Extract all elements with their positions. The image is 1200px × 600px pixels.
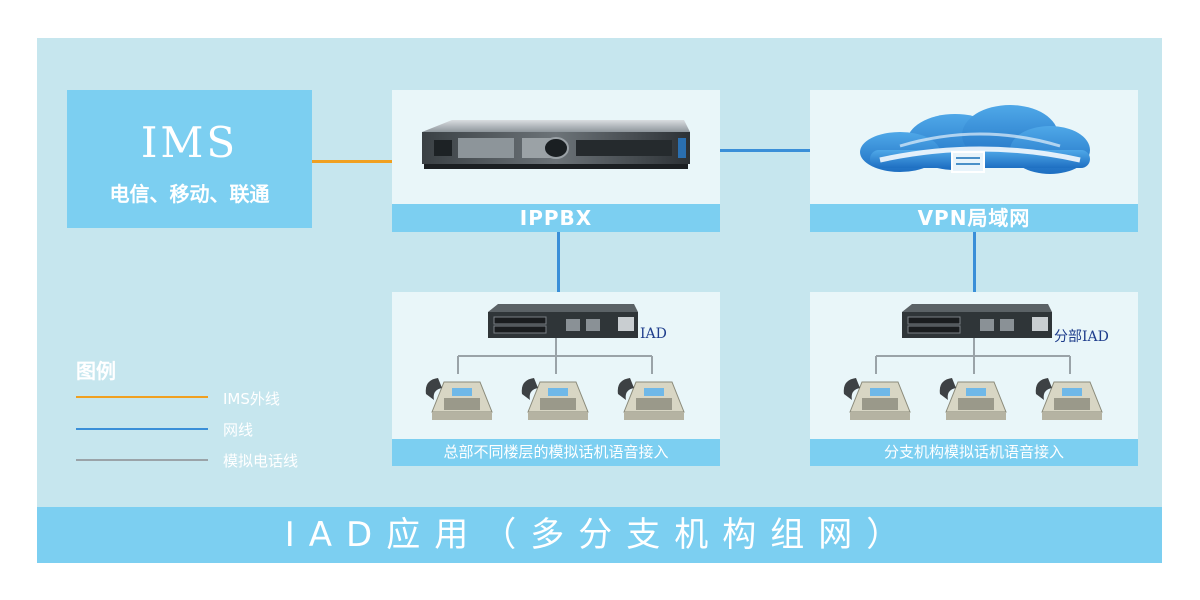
telephone-icon — [425, 378, 493, 420]
phone-line-tree — [457, 338, 653, 374]
ippbx-label: IPPBX — [392, 204, 720, 232]
legend-line-network — [76, 428, 208, 430]
telephone-icon — [617, 378, 685, 420]
legend-line-phone — [76, 459, 208, 461]
branch-diagram-art — [843, 304, 1103, 420]
vpn-card: VPN局域网 — [810, 90, 1138, 232]
ims-box: IMS 电信、移动、联通 — [67, 90, 312, 228]
ims-carriers: 电信、移动、联通 — [109, 182, 270, 206]
telephone-icon — [939, 378, 1007, 420]
branch-caption: 分支机构模拟话机语音接入 — [810, 439, 1138, 466]
telephone-icon — [843, 378, 911, 420]
ippbx-card: IPPBX — [392, 90, 720, 232]
legend-label-network: 网线 — [223, 421, 254, 439]
hq-iad-label: IAD — [640, 326, 667, 342]
telephone-icon — [1035, 378, 1103, 420]
legend-title: 图例 — [76, 359, 116, 383]
iad-device-icon — [488, 304, 638, 338]
rack-server-icon — [422, 120, 690, 169]
phone-line-tree — [875, 338, 1071, 374]
ippbx-vpn-network-line — [690, 149, 852, 152]
ims-title: IMS — [140, 118, 239, 167]
vpn-label: VPN局域网 — [810, 204, 1138, 232]
footer-title: IAD应用（多分支机构组网） — [37, 507, 1162, 563]
legend-label-phone: 模拟电话线 — [223, 452, 299, 470]
hq-diagram-art — [425, 304, 685, 420]
hq-caption: 总部不同楼层的模拟话机语音接入 — [392, 439, 720, 466]
ims-trunk-line — [312, 160, 392, 163]
legend-label-ims: IMS外线 — [223, 390, 280, 408]
ippbx-iad-network-line — [557, 232, 560, 310]
legend-line-ims — [76, 396, 208, 398]
iad-device-icon — [902, 304, 1052, 338]
branch-card: 分部IAD 分支机构模拟话机语音接入 — [810, 292, 1138, 466]
branch-iad-label: 分部IAD — [1054, 329, 1109, 345]
cloud-icon — [860, 105, 1090, 174]
hq-card: IAD 总部不同楼层的模拟话机语音接入 — [392, 292, 720, 466]
vpn-branch-iad-network-line — [973, 232, 976, 310]
telephone-icon — [521, 378, 589, 420]
